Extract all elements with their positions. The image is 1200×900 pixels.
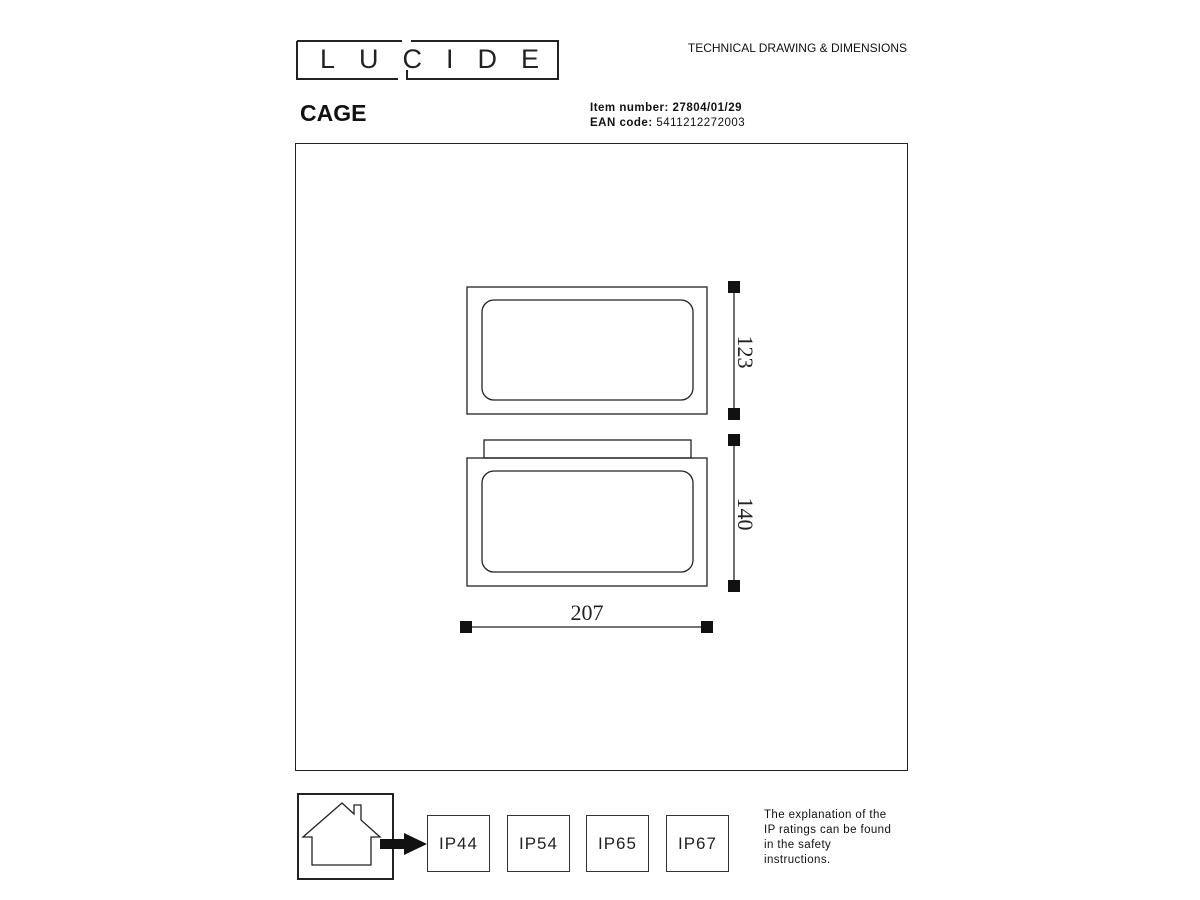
ip54-badge: IP54 bbox=[507, 815, 570, 872]
note-line: instructions. bbox=[764, 854, 831, 866]
house-icon bbox=[301, 802, 382, 866]
ip-rating-note: The explanation of the IP ratings can be… bbox=[764, 808, 891, 868]
arrow-icon bbox=[380, 833, 427, 855]
note-line: in the safety bbox=[764, 839, 832, 851]
note-line: The explanation of the bbox=[764, 809, 887, 821]
indoor-outdoor-box bbox=[297, 793, 394, 880]
ip44-badge: IP44 bbox=[427, 815, 490, 872]
item-number-label: Item number: bbox=[590, 102, 669, 114]
item-number: 27804/01/29 bbox=[672, 102, 742, 114]
ip67-badge: IP67 bbox=[666, 815, 729, 872]
ip65-badge: IP65 bbox=[586, 815, 649, 872]
ean-code: 5411212272003 bbox=[656, 117, 746, 129]
item-info: Item number: 27804/01/29 EAN code: 54112… bbox=[590, 101, 745, 131]
lucide-logo: LUCIDE bbox=[320, 44, 564, 74]
ean-label: EAN code: bbox=[590, 117, 653, 129]
document-type: TECHNICAL DRAWING & DIMENSIONS bbox=[687, 41, 907, 55]
lucide-logo-frame bbox=[296, 40, 559, 80]
drawing-frame bbox=[295, 143, 908, 771]
product-name: CAGE bbox=[300, 100, 367, 126]
note-line: IP ratings can be found bbox=[764, 824, 892, 836]
